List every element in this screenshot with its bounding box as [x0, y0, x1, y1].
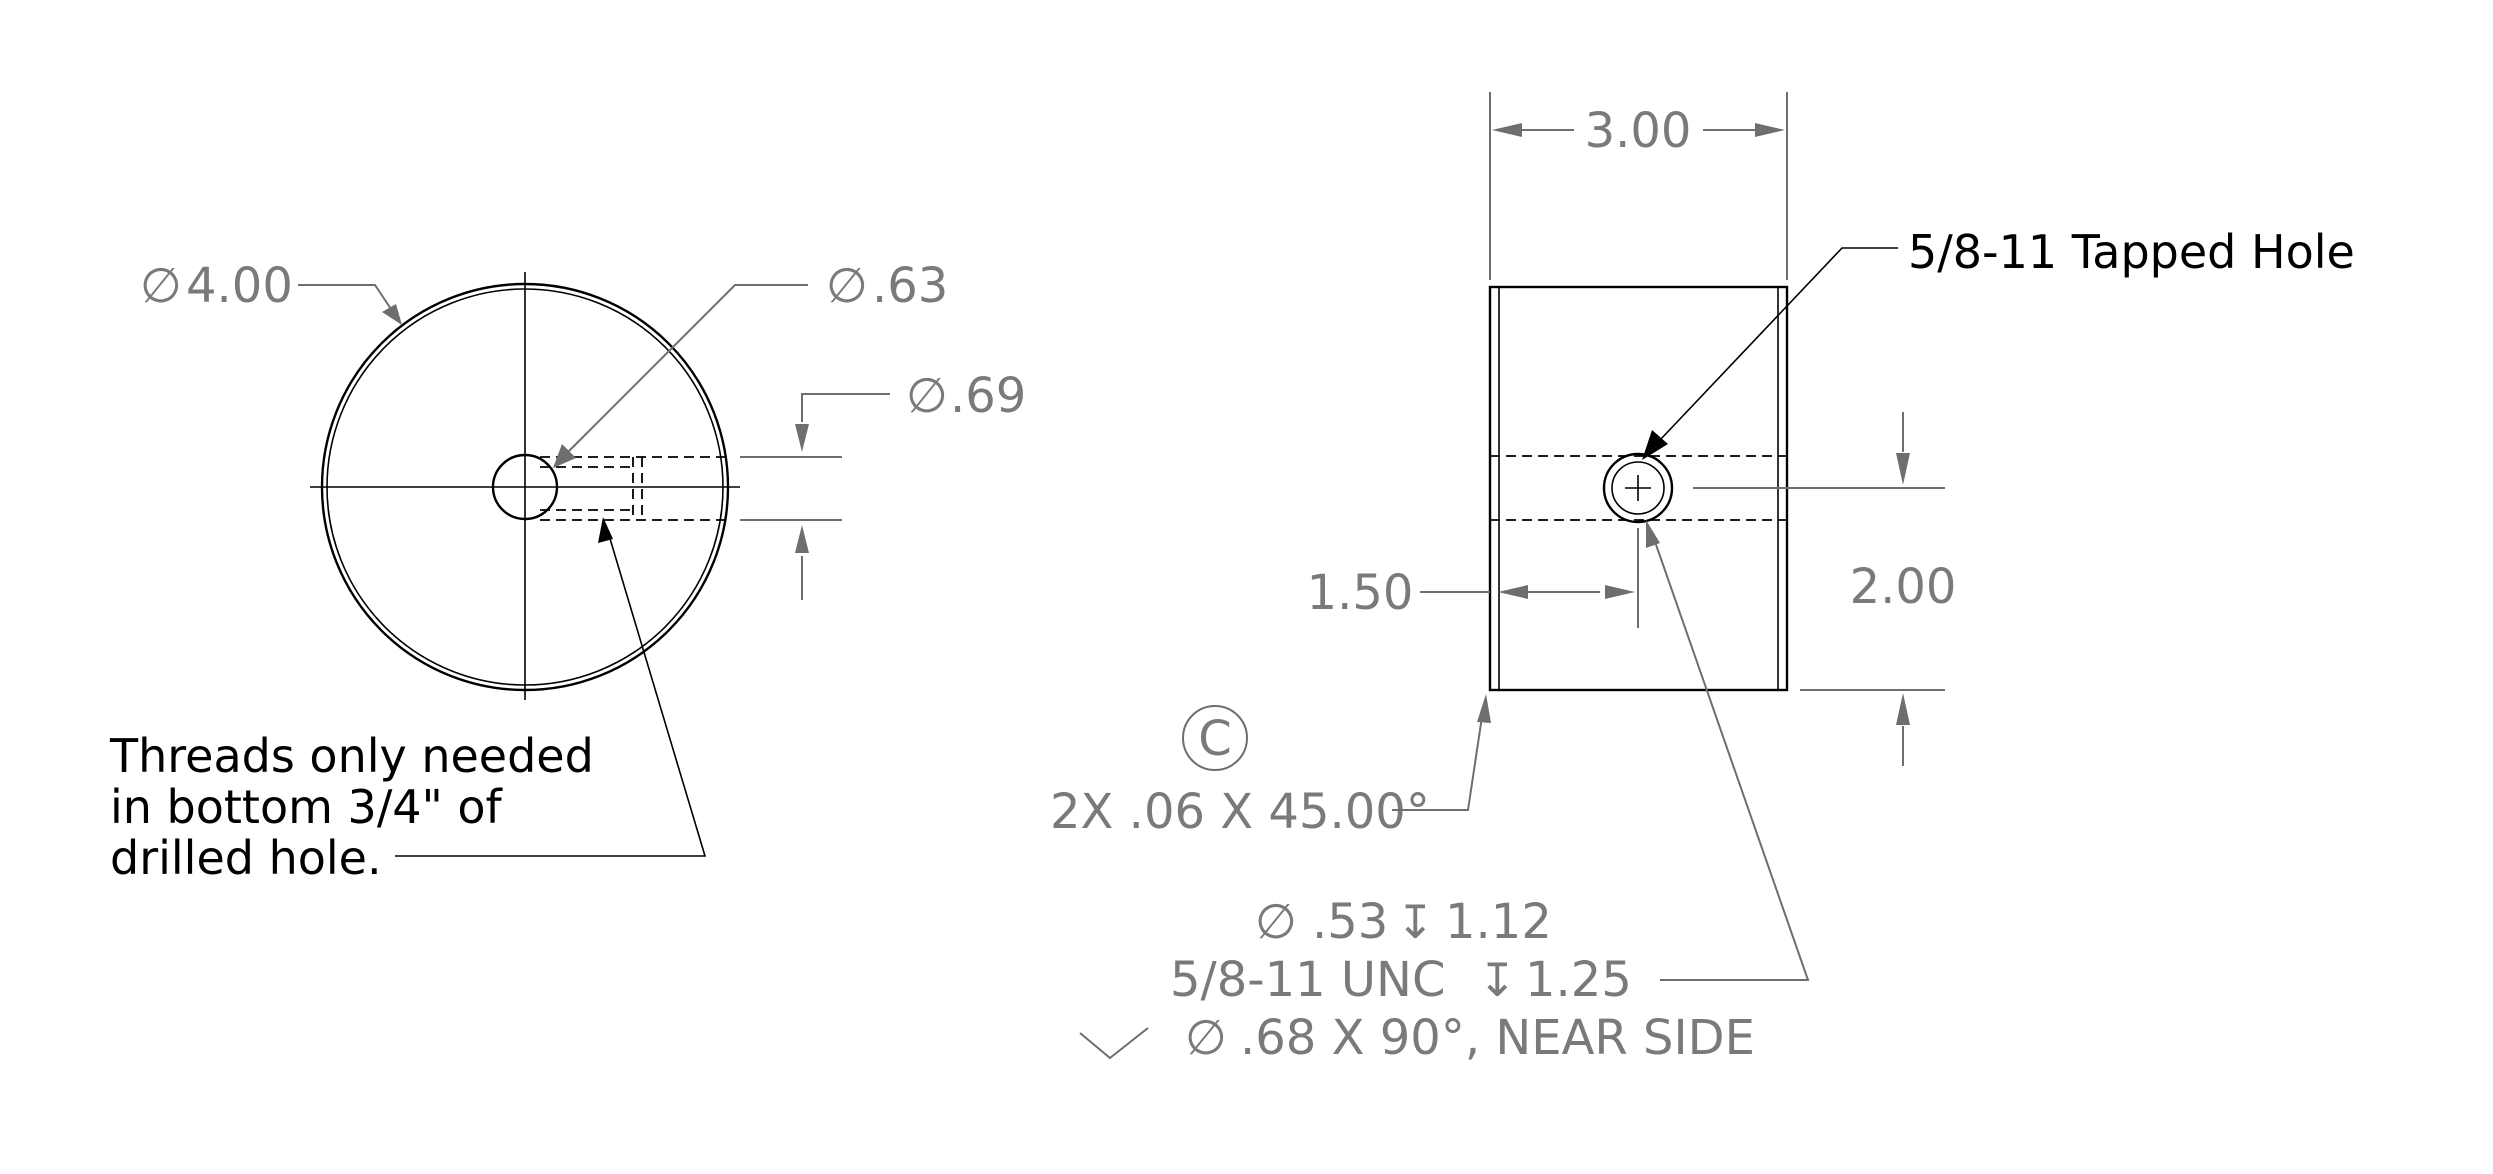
dim-width-value: 3.00	[1585, 103, 1692, 159]
callout-depth-1: 1.12	[1445, 894, 1552, 950]
dim-height-value: 2.00	[1850, 559, 1957, 615]
tapped-hole-label: 5/8-11 Tapped Hole	[1642, 225, 2355, 460]
dim-width: 3.00	[1489, 92, 1788, 280]
chamfer-callout: C 2X .06 X 45.00°	[1050, 694, 1491, 840]
callout-dia-value: .53	[1312, 894, 1388, 950]
dim-drill-diameter: ∅ .69	[740, 368, 1026, 600]
chamfer-circle	[1182, 705, 1248, 771]
dim-hole-offset: 1.50	[1307, 528, 1639, 628]
dim-tap-diameter-value: .63	[872, 258, 948, 314]
depth-symbol: ↧	[1396, 895, 1435, 949]
diameter-symbol: ∅	[1185, 1010, 1227, 1066]
callout-thread: 5/8-11 UNC	[1170, 952, 1445, 1008]
hole-callout: ∅ .53 ↧ 1.12 5/8-11 UNC ↧ 1.25 ∅ .68 X 9…	[1079, 520, 1810, 1066]
dim-height: 2.00	[1693, 412, 1956, 766]
dim-outer-diameter: ∅ 4.00	[140, 258, 402, 325]
tapped-hole-label-text: 5/8-11 Tapped Hole	[1908, 225, 2355, 279]
dim-drill-diameter-value: .69	[950, 368, 1026, 424]
callout-countersink: .68 X 90°, NEAR SIDE	[1240, 1010, 1755, 1066]
callout-depth-2: 1.25	[1525, 952, 1632, 1008]
diameter-symbol: ∅	[1255, 894, 1297, 950]
front-view	[310, 272, 740, 700]
dim-tap-diameter: ∅ .63	[553, 258, 948, 468]
hole-outer-circle	[1602, 452, 1674, 524]
diameter-symbol: ∅	[826, 258, 868, 314]
dim-outer-diameter-value: 4.00	[186, 258, 293, 314]
dim-hole-offset-value: 1.50	[1307, 565, 1414, 621]
note-line-1: Threads only needed	[109, 729, 594, 783]
threads-note: Threads only needed in bottom 3/4" of dr…	[109, 517, 707, 885]
chamfer-symbol: C	[1198, 711, 1232, 767]
chamfer-note: 2X .06 X 45.00°	[1050, 784, 1430, 840]
note-line-2: in bottom 3/4" of	[110, 780, 504, 834]
depth-symbol: ↧	[1478, 953, 1517, 1007]
diameter-symbol: ∅	[140, 258, 182, 314]
note-line-3: drilled hole.	[110, 831, 382, 885]
diameter-symbol: ∅	[906, 368, 948, 424]
hole-inner-circle	[1611, 461, 1665, 515]
countersink-icon	[1079, 1027, 1149, 1060]
